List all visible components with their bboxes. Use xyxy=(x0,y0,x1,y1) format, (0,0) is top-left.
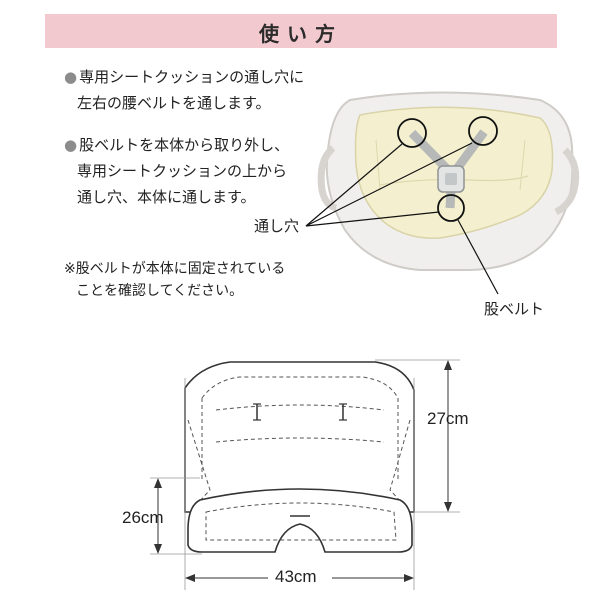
instruction-2-line2: 専用シートクッションの上から xyxy=(77,162,288,180)
width-dimension-label: 43cm xyxy=(275,567,317,586)
instruction-2-line1: 股ベルトを本体から取り外し、 xyxy=(79,136,290,154)
height-dimension-label: 27cm xyxy=(427,409,469,428)
right-waist-belt xyxy=(452,129,488,173)
page-title: 使い方 xyxy=(259,22,343,46)
instruction-1-line2: 左右の腰ベルトを通します。 xyxy=(77,94,271,112)
cushion-seat-outline xyxy=(187,488,413,553)
right-handle xyxy=(554,147,580,216)
header-band: 使い方 xyxy=(45,14,557,48)
hole-circle-right xyxy=(468,116,498,146)
instruction-2: ●股ベルトを本体から取り外し、 専用シートクッションの上から 通し穴、本体に通し… xyxy=(64,132,289,210)
instruction-1: ●専用シートクッションの通し穴に 左右の腰ベルトを通します。 xyxy=(64,64,304,116)
instruction-1-line1: 専用シートクッションの通し穴に xyxy=(79,68,305,86)
hole-circle-left xyxy=(397,118,427,148)
note-line2: ことを確認してください。 xyxy=(76,283,244,299)
bullet-dot-icon: ● xyxy=(64,136,78,154)
left-waist-belt xyxy=(408,129,452,174)
depth-dimension-label: 26cm xyxy=(122,508,164,527)
note-line1: ※股ベルトが本体に固定されている xyxy=(64,261,286,277)
hole-label: 通し穴 xyxy=(254,217,300,235)
hole-circle-bottom xyxy=(437,194,465,222)
crotch-belt-label: 股ベルト xyxy=(484,300,545,318)
caution-note: ※股ベルトが本体に固定されている ことを確認してください。 xyxy=(64,258,285,302)
bullet-dot-icon: ● xyxy=(64,68,78,86)
instruction-2-line3: 通し穴、本体に通します。 xyxy=(77,188,256,206)
